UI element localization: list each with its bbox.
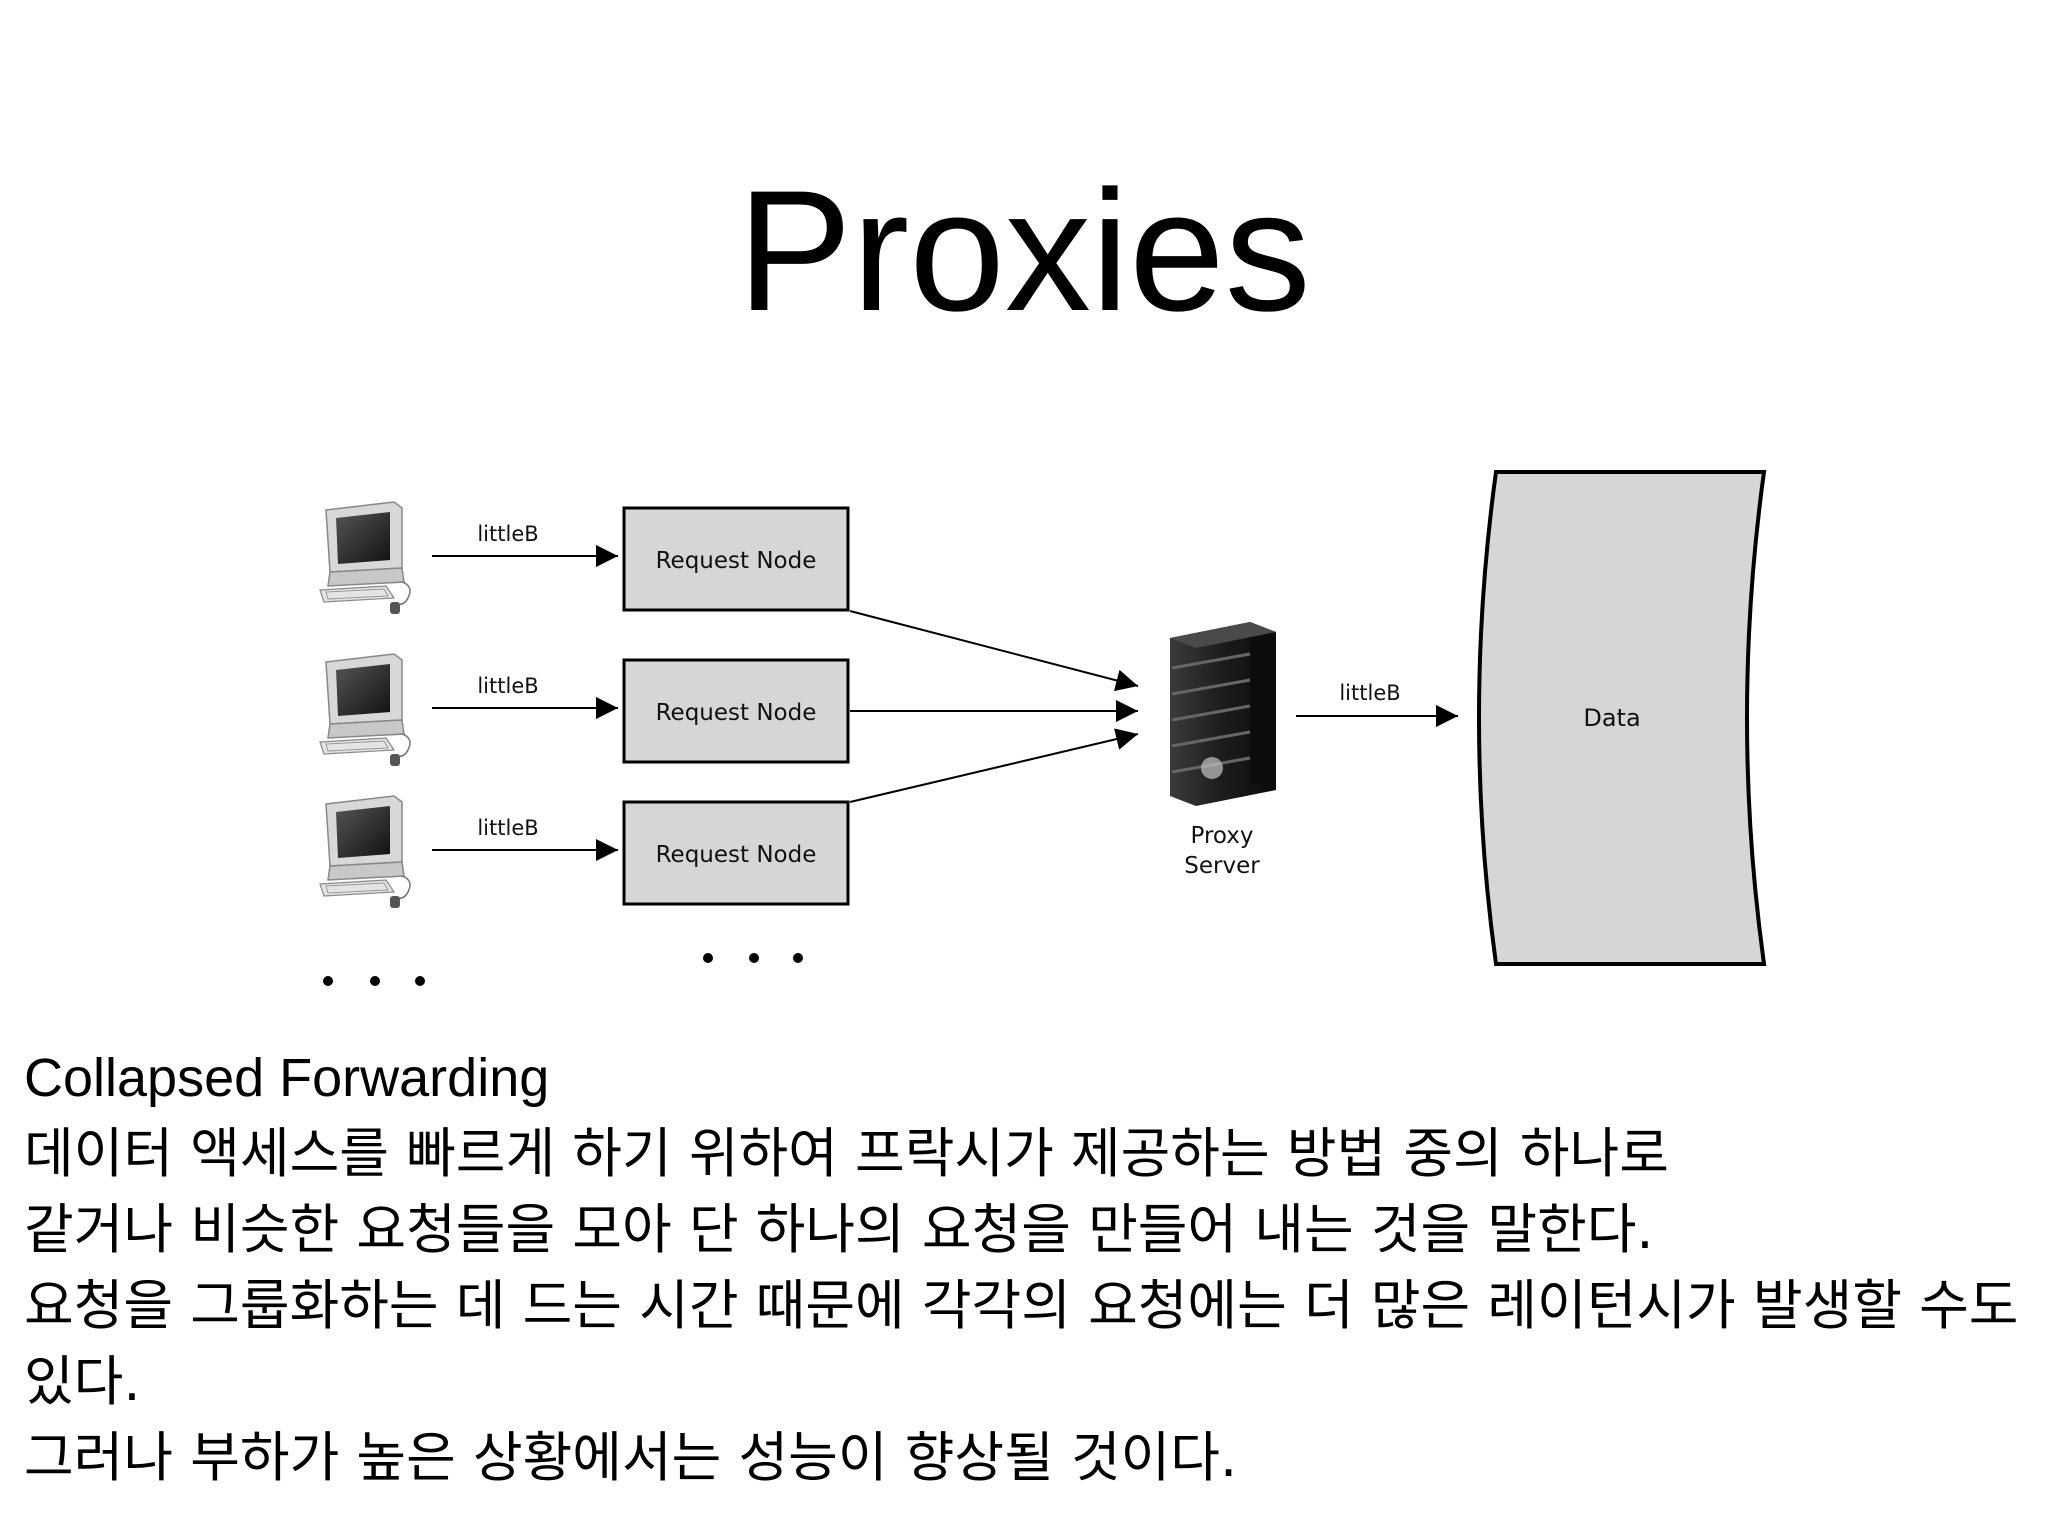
- proxy-label-line1: Proxy: [1190, 823, 1253, 849]
- request-node: [622, 658, 850, 764]
- proxy-diagram: littleB littleB littleB Request Node Req…: [319, 470, 1767, 986]
- slide-body: Collapsed Forwarding 데이터 액세스를 빠르게 하기 위하여…: [24, 1040, 2034, 1496]
- body-line: 데이터 액세스를 빠르게 하기 위하여 프락시가 제공하는 방법 중의 하나로: [24, 1122, 1669, 1185]
- body-line: 같거나 비슷한 요청들을 모아 단 하나의 요청을 만들어 내는 것을 말한다.: [24, 1198, 1654, 1261]
- request-node: [622, 800, 850, 906]
- request-node-label: Request Node: [656, 700, 817, 726]
- proxy-edge-label: littleB: [1339, 681, 1400, 705]
- client-edge-label: littleB: [477, 522, 538, 546]
- client-computer-icon: [319, 501, 411, 615]
- proxy-server-icon: [1170, 622, 1276, 806]
- body-line: 요청을 그룹화하는 데 드는 시간 때문에 각각의 요청에는 더 많은 레이턴시…: [24, 1274, 2019, 1413]
- node-to-proxy-arrow: [849, 610, 1139, 692]
- proxy-label-line2: Server: [1184, 853, 1260, 879]
- node-to-proxy-arrow: [849, 728, 1139, 803]
- client-computer-icon: [319, 653, 411, 767]
- client-edge-label: littleB: [477, 674, 538, 698]
- slide-title: Proxies: [737, 155, 1311, 347]
- data-label: Data: [1583, 704, 1640, 732]
- ellipsis-icon: [323, 976, 425, 986]
- request-node-label: Request Node: [656, 842, 817, 868]
- body-line: 그러나 부하가 높은 상황에서는 성능이 향상될 것이다.: [24, 1426, 1238, 1489]
- request-node: [622, 506, 850, 612]
- data-store: [1477, 470, 1767, 966]
- client-edge-label: littleB: [477, 816, 538, 840]
- slide-subtitle: Collapsed Forwarding: [24, 1048, 550, 1108]
- client-computer-icon: [319, 795, 411, 909]
- request-node-label: Request Node: [656, 548, 817, 574]
- ellipsis-icon: [703, 953, 803, 963]
